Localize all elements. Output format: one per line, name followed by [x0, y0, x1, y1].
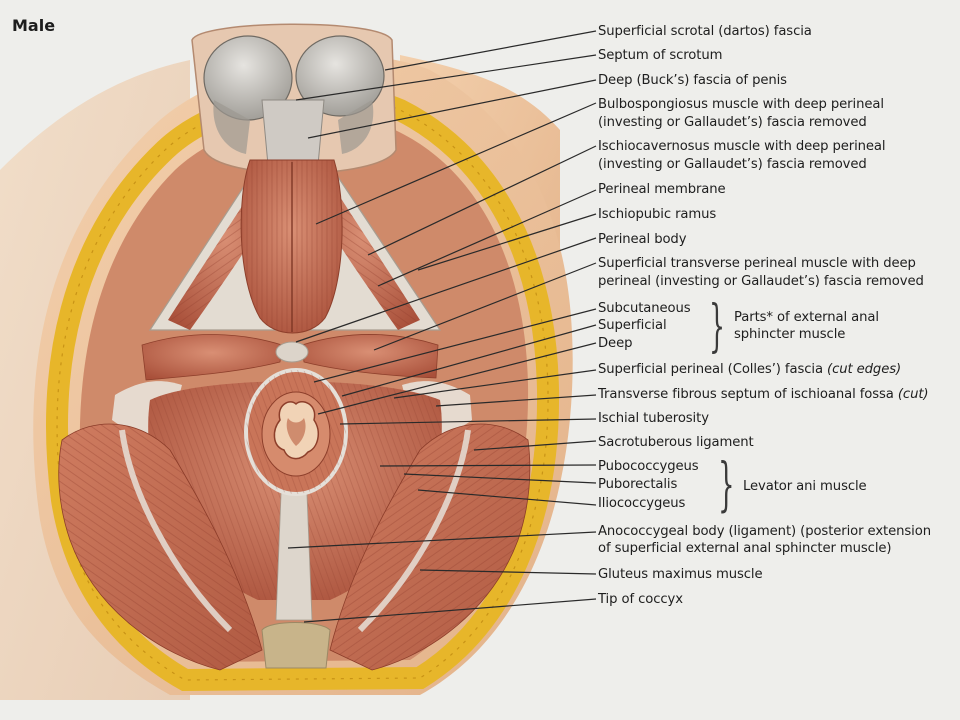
perineal-body: [275, 341, 309, 363]
label-transverse-fibrous-septum-note: (cut): [897, 387, 929, 402]
label-bulbospongiosus-line1: Bulbospongiosus muscle with deep perinea…: [598, 97, 884, 112]
label-subcutaneous: Subcutaneous: [598, 301, 691, 316]
sacrotuberous-ligament: [357, 429, 471, 633]
label-gluteus-maximus: Gluteus maximus muscle: [598, 567, 763, 582]
label-puborectalis: Puborectalis: [598, 477, 678, 492]
label-perineal-membrane: Perineal membrane: [598, 182, 726, 197]
label-anococcygeal-line2: of superficial external anal sphincter m…: [598, 541, 892, 556]
coccyx: [261, 622, 331, 669]
label-ischiocavernosus-line2: (investing or Gallaudet’s) fascia remove…: [598, 157, 867, 172]
label-ischiopubic-ramus: Ischiopubic ramus: [598, 207, 717, 222]
testis-right: [295, 35, 385, 117]
label-pubococcygeus: Pubococcygeus: [598, 459, 699, 474]
septum-of-scrotum: [261, 99, 325, 166]
brace-external-anal-sphincter: }: [709, 294, 726, 359]
label-septum-of-scrotum: Septum of scrotum: [598, 48, 723, 63]
leader-lines: [287, 30, 597, 623]
label-perineal-body: Perineal body: [598, 232, 687, 247]
label-bulbospongiosus-line2: (investing or Gallaudet’s) fascia remove…: [598, 115, 867, 130]
label-deep-bucks-fascia: Deep (Buck’s) fascia of penis: [598, 73, 787, 88]
superficial-transverse-perineal-right: [301, 334, 439, 379]
label-iliococcygeus: Iliococcygeus: [598, 496, 686, 511]
label-superficial-transverse-line2: perineal (investing or Gallaudet’s) fasc…: [598, 274, 924, 289]
label-transverse-fibrous-septum: Transverse fibrous septum of ischioanal …: [598, 387, 929, 402]
label-sacrotuberous-ligament: Sacrotuberous ligament: [598, 435, 754, 450]
label-levator-ani: Levator ani muscle: [743, 479, 867, 494]
label-tip-of-coccyx: Tip of coccyx: [598, 592, 683, 607]
figure-title: Male: [12, 16, 56, 35]
label-superficial: Superficial: [598, 318, 667, 333]
label-colles-fascia: Superficial perineal (Colles’) fascia (c…: [598, 362, 902, 377]
label-superficial-transverse-line1: Superficial transverse perineal muscle w…: [598, 256, 916, 271]
label-colles-fascia-note: (cut edges): [827, 362, 902, 377]
spermatic-fascia-right: [338, 100, 374, 154]
label-ischial-tuberosity: Ischial tuberosity: [598, 411, 709, 426]
label-parts-external-anal-line2: sphincter muscle: [734, 327, 846, 342]
spermatic-fascia-left: [213, 100, 250, 154]
label-anococcygeal-line1: Anococcygeal body (ligament) (posterior …: [598, 524, 931, 539]
label-parts-external-anal-line1: Parts* of external anal: [734, 310, 879, 325]
label-deep: Deep: [598, 336, 633, 351]
brace-levator-ani: }: [718, 450, 735, 518]
label-ischiocavernosus-line1: Ischiocavernosus muscle with deep perine…: [598, 139, 886, 154]
label-superficial-scrotal-fascia: Superficial scrotal (dartos) fascia: [598, 24, 812, 39]
